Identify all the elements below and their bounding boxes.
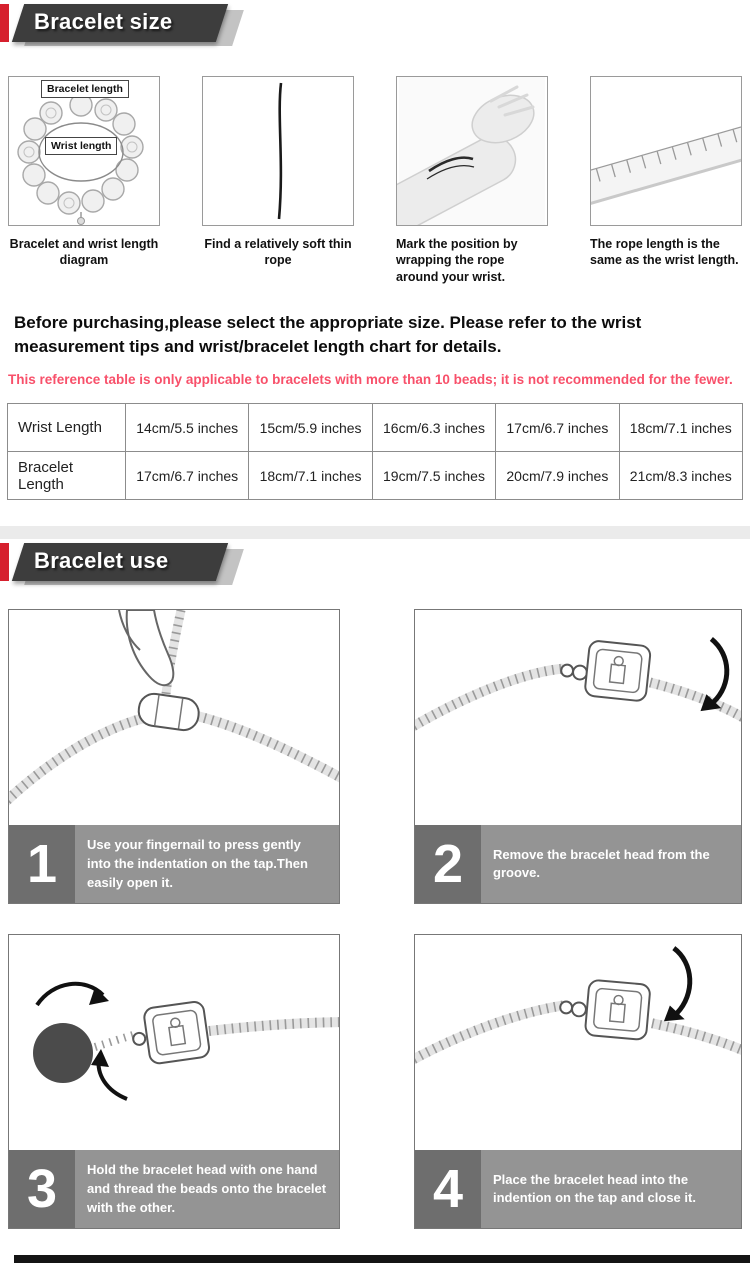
step-number: 2	[415, 825, 481, 904]
step-caption-bar: 3 Hold the bracelet head with one hand a…	[9, 1150, 339, 1229]
section-divider	[0, 526, 750, 540]
ruler-box	[590, 76, 742, 226]
step2-illustration	[415, 637, 741, 732]
table-cell: 17cm/6.7 inches	[124, 451, 250, 501]
step3-illustration	[33, 982, 339, 1102]
size-table: Wrist Length 14cm/5.5 inches 15cm/5.9 in…	[7, 403, 744, 501]
step-caption: Remove the bracelet head from the groove…	[493, 846, 710, 881]
size-step-2: Find a relatively soft thin rope	[202, 76, 354, 285]
table-cell: 14cm/5.5 inches	[124, 403, 250, 453]
step-caption-bar: 4 Place the bracelet head into the inden…	[415, 1150, 741, 1229]
step1-illustration	[9, 610, 339, 806]
use-steps-grid: 1 Use your fingernail to press gently in…	[0, 587, 750, 1230]
row-header: Wrist Length	[7, 403, 126, 453]
size-step-3-caption: Mark the position by wrapping the rope a…	[396, 237, 518, 284]
step-caption: Hold the bracelet head with one hand and…	[87, 1162, 327, 1215]
banner-red-stripe	[0, 543, 9, 582]
row-header: Bracelet Length	[7, 451, 126, 501]
wrist-length-row: Wrist Length 14cm/5.5 inches 15cm/5.9 in…	[7, 403, 744, 453]
bracelet-length-row: Bracelet Length 17cm/6.7 inches 18cm/7.1…	[7, 451, 744, 501]
reference-table-note: This reference table is only applicable …	[8, 372, 733, 388]
bottom-divider-bar	[14, 1255, 750, 1263]
step-card-3: 3 Hold the bracelet head with one hand a…	[8, 934, 340, 1230]
step-card-2: 2 Remove the bracelet head from the groo…	[414, 609, 742, 905]
step-number: 4	[415, 1150, 481, 1229]
size-step-2-caption: Find a relatively soft thin rope	[204, 237, 352, 268]
section-title-use: Bracelet use	[34, 548, 169, 574]
table-cell: 16cm/6.3 inches	[371, 403, 497, 453]
wrist-wrap-illustration	[397, 77, 545, 225]
size-step-1-caption: Bracelet and wrist length diagram	[9, 237, 159, 268]
size-step-4-caption: The rope length is the same as the wrist…	[590, 237, 739, 268]
step-card-4: 4 Place the bracelet head into the inden…	[414, 934, 742, 1230]
step4-illustration	[415, 946, 741, 1065]
table-cell: 18cm/7.1 inches	[248, 451, 373, 501]
step-caption: Place the bracelet head into the indenti…	[493, 1171, 696, 1206]
bracelet-length-label: Bracelet length	[41, 80, 129, 98]
wrist-length-label: Wrist length	[45, 137, 118, 155]
table-cell: 17cm/6.7 inches	[495, 403, 620, 453]
bracelet-use-banner: Bracelet use	[0, 539, 750, 587]
table-cell: 19cm/7.5 inches	[371, 451, 497, 501]
step-card-1: 1 Use your fingernail to press gently in…	[8, 609, 340, 905]
rope-illustration	[277, 82, 283, 220]
step-caption: Use your fingernail to press gently into…	[87, 837, 308, 890]
step-number: 3	[9, 1150, 75, 1229]
table-cell: 20cm/7.9 inches	[495, 451, 620, 501]
step-caption-bar: 1 Use your fingernail to press gently in…	[9, 825, 339, 904]
size-step-4: The rope length is the same as the wrist…	[590, 76, 742, 285]
purchase-advice-text: Before purchasing,please select the appr…	[14, 312, 642, 356]
banner-red-stripe	[0, 4, 9, 42]
size-steps-row: Bracelet length Wrist length Bracelet an…	[0, 48, 750, 285]
rope-box	[202, 76, 354, 226]
wrist-wrap-box	[396, 76, 548, 226]
table-cell: 21cm/8.3 inches	[618, 451, 744, 501]
step-caption-bar: 2 Remove the bracelet head from the groo…	[415, 825, 741, 904]
size-step-1: Bracelet length Wrist length Bracelet an…	[8, 76, 160, 285]
bracelet-diagram-box: Bracelet length Wrist length	[8, 76, 160, 226]
size-step-3: Mark the position by wrapping the rope a…	[396, 76, 548, 285]
ruler-illustration	[591, 108, 741, 211]
table-cell: 18cm/7.1 inches	[618, 403, 744, 453]
bracelet-diagram-illustration	[17, 93, 144, 225]
step-number: 1	[9, 825, 75, 904]
bracelet-size-banner: Bracelet size	[0, 0, 750, 48]
section-title-size: Bracelet size	[34, 9, 173, 34]
table-cell: 15cm/5.9 inches	[248, 403, 373, 453]
